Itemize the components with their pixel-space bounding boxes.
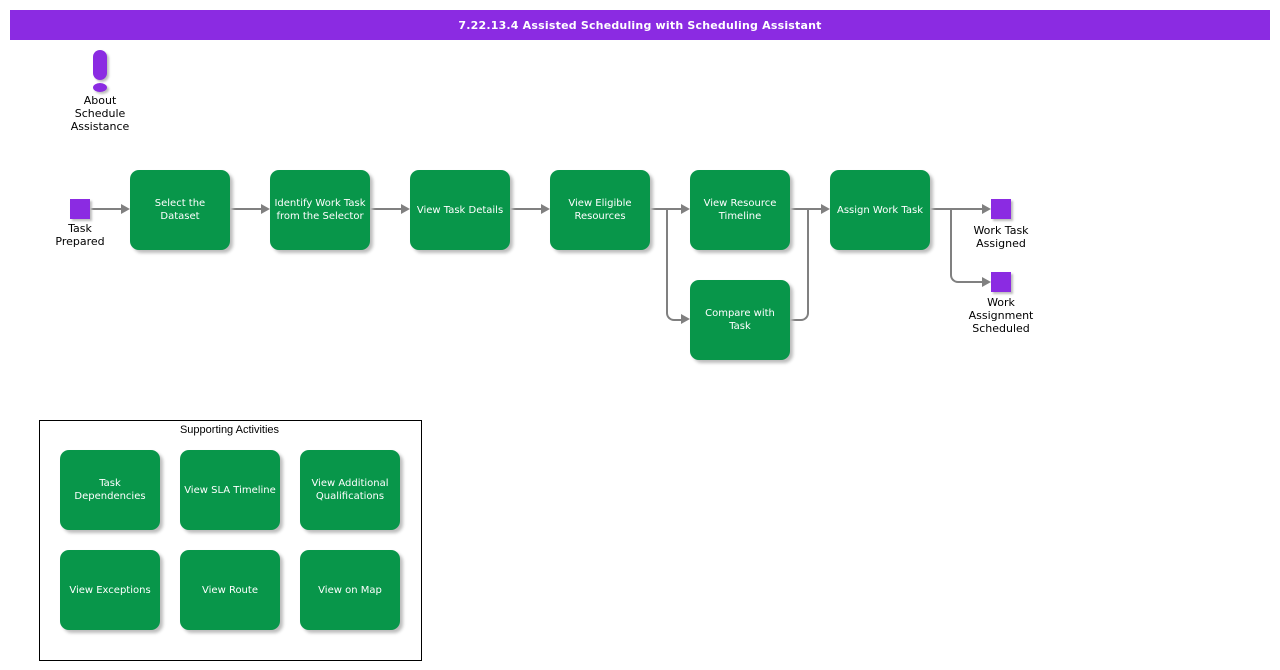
task-view-on-map[interactable]: View on Map: [300, 550, 400, 630]
task-label: Identify Work Task from the Selector: [274, 198, 366, 222]
exclamation-bar: [93, 50, 107, 80]
task-view-task-details[interactable]: View Task Details: [410, 170, 510, 250]
end-event-work-task-assigned: [991, 199, 1011, 219]
arrow-right-icon: [681, 314, 690, 324]
connector-elbow: [950, 209, 984, 283]
arrow-right-icon: [541, 204, 550, 214]
connector-line: [510, 208, 541, 210]
arrow-right-icon: [681, 204, 690, 214]
task-label: View Additional Qualifications: [311, 478, 389, 502]
start-event-task-prepared: [70, 199, 90, 219]
task-view-resource-timeline[interactable]: View Resource Timeline: [690, 170, 790, 250]
connector-line: [90, 208, 121, 210]
connector-elbow: [666, 209, 683, 321]
task-identify-work-task-from-selector[interactable]: Identify Work Task from the Selector: [270, 170, 370, 250]
diagram-title: 7.22.13.4 Assisted Scheduling with Sched…: [458, 18, 822, 32]
task-view-sla-timeline[interactable]: View SLA Timeline: [180, 450, 280, 530]
task-label: View Route: [202, 584, 258, 596]
arrow-right-icon: [401, 204, 410, 214]
arrow-right-icon: [982, 204, 991, 214]
arrow-right-icon: [982, 277, 991, 287]
arrow-right-icon: [821, 204, 830, 214]
supporting-activities-title: Supporting Activities: [179, 424, 280, 436]
connector-elbow: [790, 209, 809, 321]
exclamation-icon[interactable]: [40, 48, 160, 94]
start-event-label: Task Prepared: [55, 222, 105, 248]
task-assign-work-task[interactable]: Assign Work Task: [830, 170, 930, 250]
task-view-eligible-resources[interactable]: View Eligible Resources: [550, 170, 650, 250]
task-label: View on Map: [318, 584, 382, 596]
task-label: Select the Dataset: [154, 198, 206, 222]
diagram-title-bar: 7.22.13.4 Assisted Scheduling with Sched…: [10, 10, 1270, 40]
about-schedule-assistance[interactable]: [40, 48, 160, 94]
connector-line: [370, 208, 401, 210]
task-label: Assign Work Task: [837, 204, 923, 216]
end-event-label: Work Assignment Scheduled: [968, 296, 1034, 335]
task-label: View Resource Timeline: [703, 198, 777, 222]
task-label: View Task Details: [416, 204, 504, 216]
end-event-work-assignment-scheduled: [991, 272, 1011, 292]
task-label: View SLA Timeline: [184, 484, 276, 496]
end-event-label: Work Task Assigned: [973, 224, 1029, 250]
task-label: View Eligible Resources: [568, 198, 632, 222]
task-label: Compare with Task: [705, 308, 775, 332]
arrow-right-icon: [261, 204, 270, 214]
task-select-the-dataset[interactable]: Select the Dataset: [130, 170, 230, 250]
task-view-exceptions[interactable]: View Exceptions: [60, 550, 160, 630]
task-view-additional-qualifications[interactable]: View Additional Qualifications: [300, 450, 400, 530]
task-compare-with-task[interactable]: Compare with Task: [690, 280, 790, 360]
connector-line: [230, 208, 261, 210]
task-label: Task Dependencies: [74, 478, 146, 502]
task-label: View Exceptions: [69, 584, 151, 596]
arrow-right-icon: [121, 204, 130, 214]
connector-line: [650, 208, 681, 210]
task-view-route[interactable]: View Route: [180, 550, 280, 630]
task-task-dependencies[interactable]: Task Dependencies: [60, 450, 160, 530]
exclamation-dot: [93, 83, 107, 92]
about-label: About Schedule Assistance: [70, 94, 130, 133]
